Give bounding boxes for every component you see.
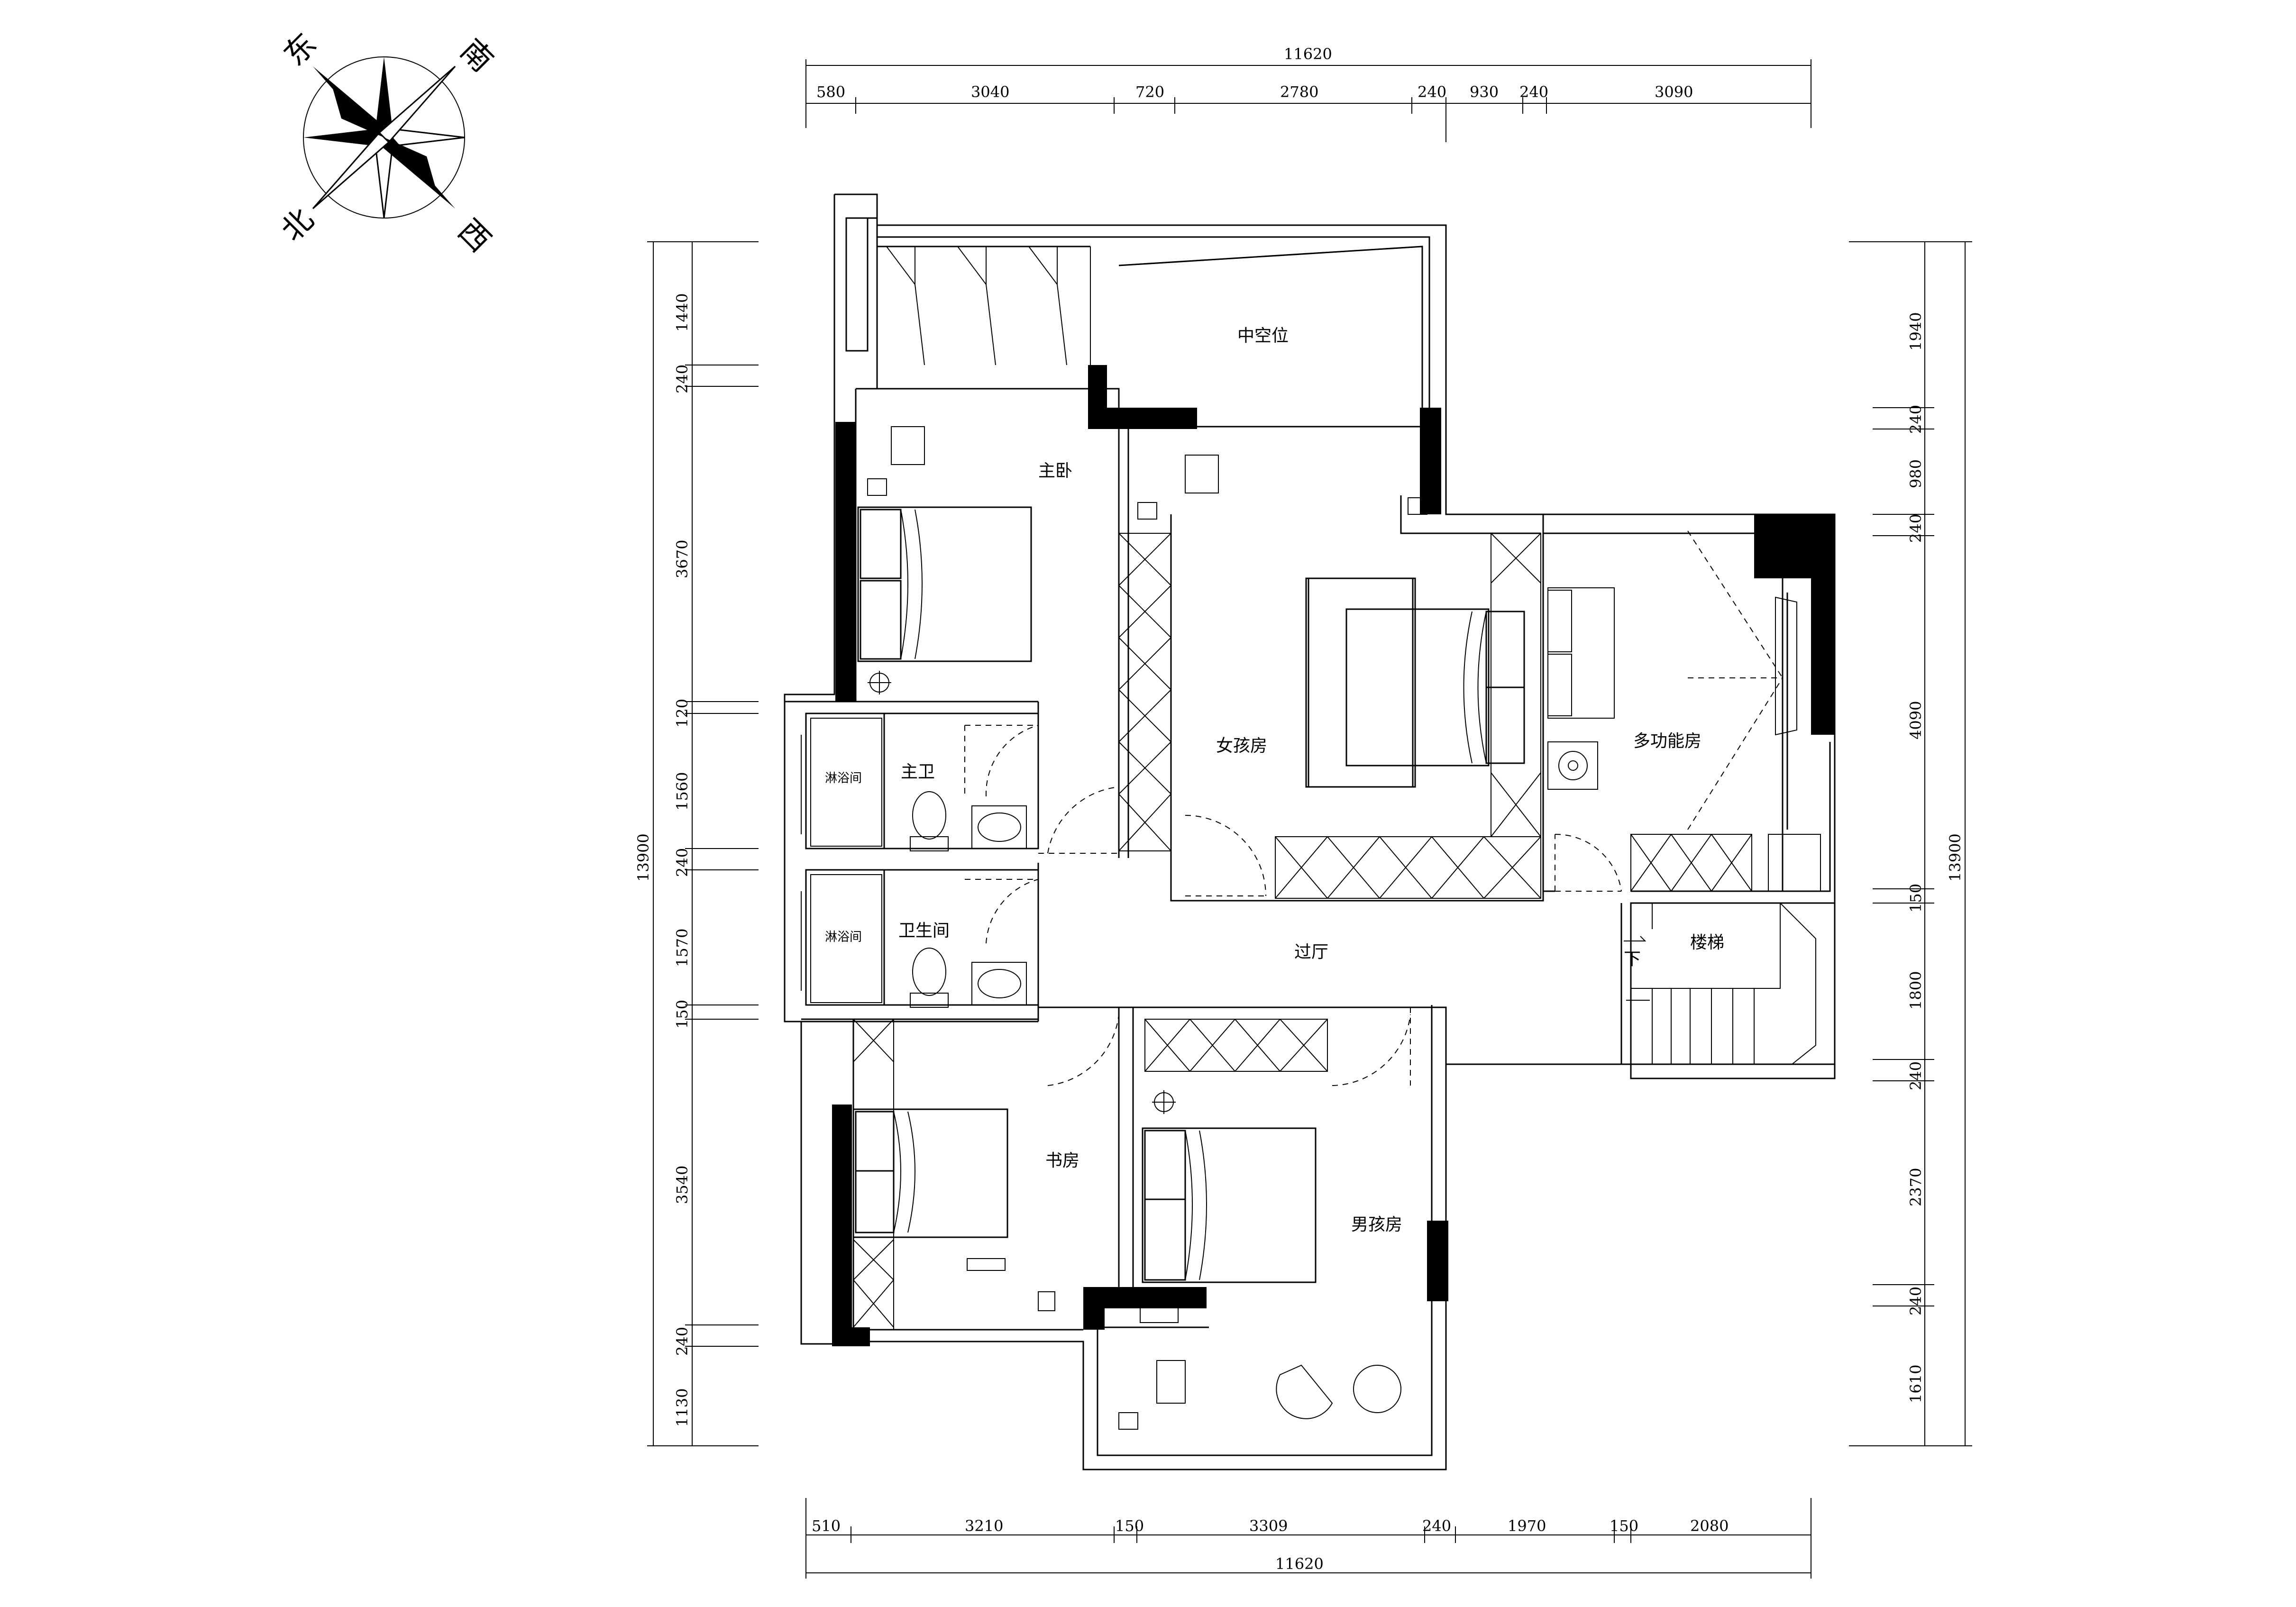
label-void: 中空位	[1237, 326, 1289, 346]
dim-right-7: 1800	[1907, 971, 1925, 1010]
compass-south-label: 南	[453, 33, 500, 79]
label-bathroom: 卫生间	[898, 921, 950, 940]
compass-west-label: 西	[451, 213, 497, 259]
dim-left-9: 3540	[673, 1166, 691, 1204]
dim-right-4: 240	[1907, 514, 1925, 543]
dim-left-3: 3670	[673, 540, 691, 578]
dim-bottom-8: 2080	[1690, 1517, 1729, 1535]
dim-right-total: 13900	[1946, 833, 1964, 882]
dim-left-4: 120	[673, 699, 691, 728]
label-shower-1: 淋浴间	[825, 771, 862, 785]
compass-east-label: 东	[277, 27, 324, 73]
dim-top-5: 240	[1418, 83, 1446, 101]
dim-left-11: 1130	[673, 1388, 691, 1427]
dim-top-4: 2780	[1280, 83, 1318, 101]
dim-left-1: 1440	[673, 293, 691, 332]
label-hall: 过厅	[1294, 942, 1328, 962]
dim-top-2: 3040	[971, 83, 1009, 101]
dim-top-6: 930	[1470, 83, 1499, 101]
label-girls-room: 女孩房	[1216, 736, 1267, 756]
label-stairs: 楼梯	[1690, 933, 1724, 952]
dim-top-8: 3090	[1655, 83, 1693, 101]
dim-top-3: 720	[1135, 83, 1164, 101]
dim-bottom-4: 3309	[1249, 1517, 1288, 1535]
label-stairs-down: 下	[1624, 950, 1641, 969]
dim-left-10: 240	[673, 1327, 691, 1356]
dim-left-8: 150	[673, 1000, 691, 1029]
dimension-lines	[647, 59, 1972, 1579]
compass-rose	[303, 56, 465, 219]
dim-left-total: 13900	[634, 833, 652, 882]
dim-top-1: 580	[816, 83, 845, 101]
label-master-bedroom: 主卧	[1038, 461, 1072, 481]
dim-left-2: 240	[673, 365, 691, 393]
dim-right-6: 150	[1907, 884, 1925, 913]
label-boys-room: 男孩房	[1351, 1215, 1402, 1234]
fixtures	[801, 426, 1821, 1430]
dim-bottom-total: 11620	[1275, 1555, 1324, 1573]
dim-right-1: 1940	[1907, 312, 1925, 351]
label-shower-2: 淋浴间	[825, 930, 862, 944]
beds	[852, 506, 1615, 1283]
dim-left-7: 1570	[673, 929, 691, 967]
solid-walls	[832, 365, 1835, 1346]
dim-bottom-3: 150	[1115, 1517, 1144, 1535]
dim-bottom-1: 510	[812, 1517, 841, 1535]
dim-right-3: 980	[1907, 459, 1925, 488]
dim-right-2: 240	[1907, 405, 1925, 434]
dim-top-total: 11620	[1284, 45, 1332, 63]
dim-right-11: 1610	[1907, 1365, 1925, 1403]
doors	[964, 530, 1783, 1086]
dim-left-6: 240	[673, 848, 691, 877]
stairs-steps	[1624, 903, 1816, 1065]
dim-right-9: 2370	[1907, 1168, 1925, 1206]
dim-bottom-2: 3210	[965, 1517, 1003, 1535]
dim-top-7: 240	[1519, 83, 1548, 101]
dim-right-8: 240	[1907, 1061, 1925, 1090]
dim-right-10: 240	[1907, 1287, 1925, 1315]
dim-left-5: 1560	[673, 772, 691, 811]
dim-bottom-5: 240	[1422, 1517, 1451, 1535]
label-multi-room: 多功能房	[1633, 731, 1701, 751]
dim-right-5: 4090	[1907, 701, 1925, 740]
label-master-bath: 主卫	[901, 762, 935, 782]
walls	[784, 193, 1836, 1470]
label-study: 书房	[1045, 1151, 1079, 1170]
compass-north-label: 北	[274, 202, 321, 248]
dim-bottom-6: 1970	[1508, 1517, 1546, 1535]
dim-bottom-7: 150	[1610, 1517, 1638, 1535]
